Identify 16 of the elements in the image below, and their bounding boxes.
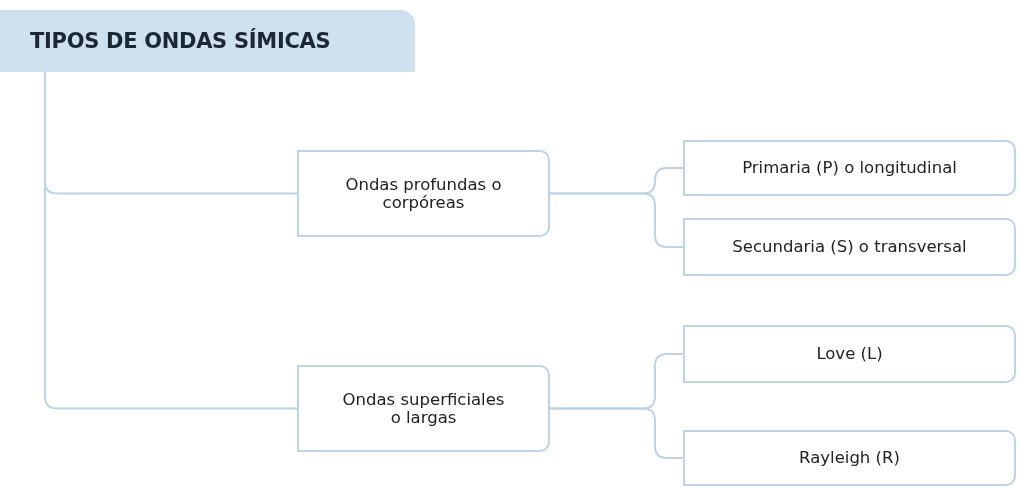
- connector-line: [549, 192, 684, 248]
- node-label: Primaria (P) o longitudinal: [742, 159, 957, 177]
- connector-line: [549, 407, 684, 459]
- node-label: Secundaria (S) o transversal: [732, 238, 967, 256]
- node-label: Ondas superficiales o largas: [341, 391, 506, 426]
- node-label: Rayleigh (R): [799, 449, 900, 467]
- wave-type-box: [683, 325, 1016, 383]
- wave-type-box: [683, 218, 1016, 276]
- wave-type-box: [683, 140, 1016, 196]
- node-label: Love (L): [816, 345, 883, 363]
- node-label: TIPOS DE ONDAS SÍMICAS: [30, 29, 331, 53]
- wave-type-box: [683, 430, 1016, 486]
- title-banner: [0, 10, 415, 72]
- node-label: Ondas profundas o corpóreas: [344, 176, 503, 211]
- category-box: [297, 150, 550, 237]
- category-box: [297, 365, 550, 452]
